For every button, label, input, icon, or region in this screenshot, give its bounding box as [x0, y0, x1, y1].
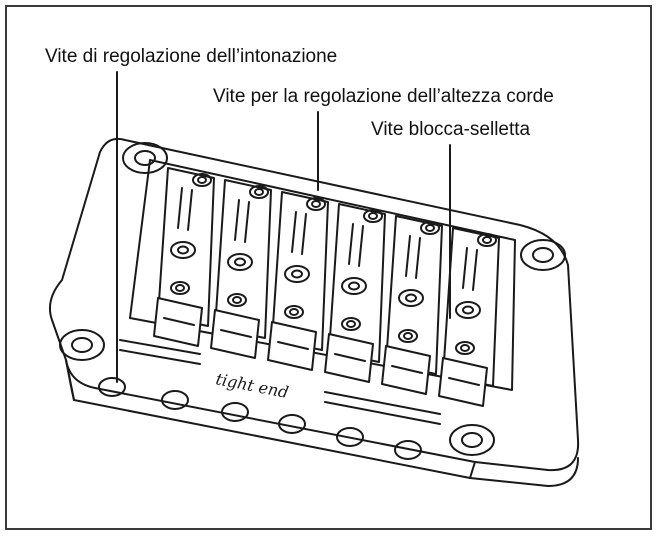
lock-screw-socket: [460, 344, 470, 352]
lock-screw-socket: [232, 296, 242, 304]
height-screw: [284, 265, 310, 283]
saddle: [324, 203, 386, 383]
saddle-front-groove: [220, 329, 252, 338]
screw-head: [192, 173, 212, 187]
front-strip-upper: [119, 339, 201, 355]
saddle: [153, 167, 215, 347]
height-screw-socket: [291, 269, 303, 279]
screw-socket: [368, 212, 378, 220]
lock-screw-socket: [289, 308, 299, 316]
lock-screw-socket: [346, 320, 356, 328]
screw-socket: [197, 176, 207, 184]
base-plate-front-face: [65, 359, 75, 401]
mount-hole-top-left: [122, 142, 168, 174]
screw-socket: [482, 236, 492, 244]
string-height-screw-label: Vite per la regolazione dell’altezza cor…: [213, 86, 554, 107]
mount-hole-bottom-left: [59, 329, 105, 361]
height-screw-socket: [462, 305, 474, 315]
height-screw-socket: [177, 245, 189, 255]
screw-socket: [311, 200, 321, 208]
saddle: [210, 179, 272, 359]
lock-screw: [398, 329, 418, 343]
lock-screw-socket: [175, 284, 185, 292]
lock-screw: [455, 341, 475, 355]
string-slot: [405, 235, 421, 279]
lock-screw: [284, 305, 304, 319]
string-slot: [348, 223, 364, 267]
saddle-front-groove: [163, 317, 195, 326]
mount-hole-bottom-right: [449, 424, 495, 456]
lock-screw-socket: [403, 332, 413, 340]
screw-head: [306, 197, 326, 211]
saddle-lock-screw-label: Vite blocca-selletta: [371, 119, 531, 140]
string-slot: [234, 199, 250, 243]
screw-head: [477, 233, 497, 247]
height-screw: [455, 301, 481, 319]
saddle: [267, 191, 329, 371]
height-screw: [170, 241, 196, 259]
height-screw: [398, 289, 424, 307]
lock-screw: [170, 281, 190, 295]
screw-socket: [425, 224, 435, 232]
saddle-front-groove: [391, 365, 423, 374]
string-slot: [177, 187, 193, 231]
screw-head: [363, 209, 383, 223]
screw-socket: [254, 188, 264, 196]
lock-screw: [341, 317, 361, 331]
saddles: [153, 167, 500, 407]
screw-head: [420, 221, 440, 235]
string-slot: [462, 247, 478, 291]
height-screw-socket: [234, 257, 246, 267]
lock-screw: [227, 293, 247, 307]
base-plate-front-edge: [65, 359, 579, 487]
height-screw-socket: [405, 293, 417, 303]
string-holes: [98, 377, 422, 460]
height-screw-socket: [348, 281, 360, 291]
saddle-front-groove: [277, 341, 309, 350]
string-slot: [291, 211, 307, 255]
saddle-front-groove: [448, 377, 480, 386]
front-strip-lower: [324, 391, 441, 415]
height-screw: [341, 277, 367, 295]
saddle-front-groove: [334, 353, 366, 362]
height-screw: [227, 253, 253, 271]
saddle: [438, 227, 500, 407]
intonation-screw-label: Vite di regolazione dell’intonazione: [45, 46, 338, 67]
screw-head: [249, 185, 269, 199]
mount-hole-top-right: [520, 239, 566, 271]
saddle: [381, 215, 443, 395]
